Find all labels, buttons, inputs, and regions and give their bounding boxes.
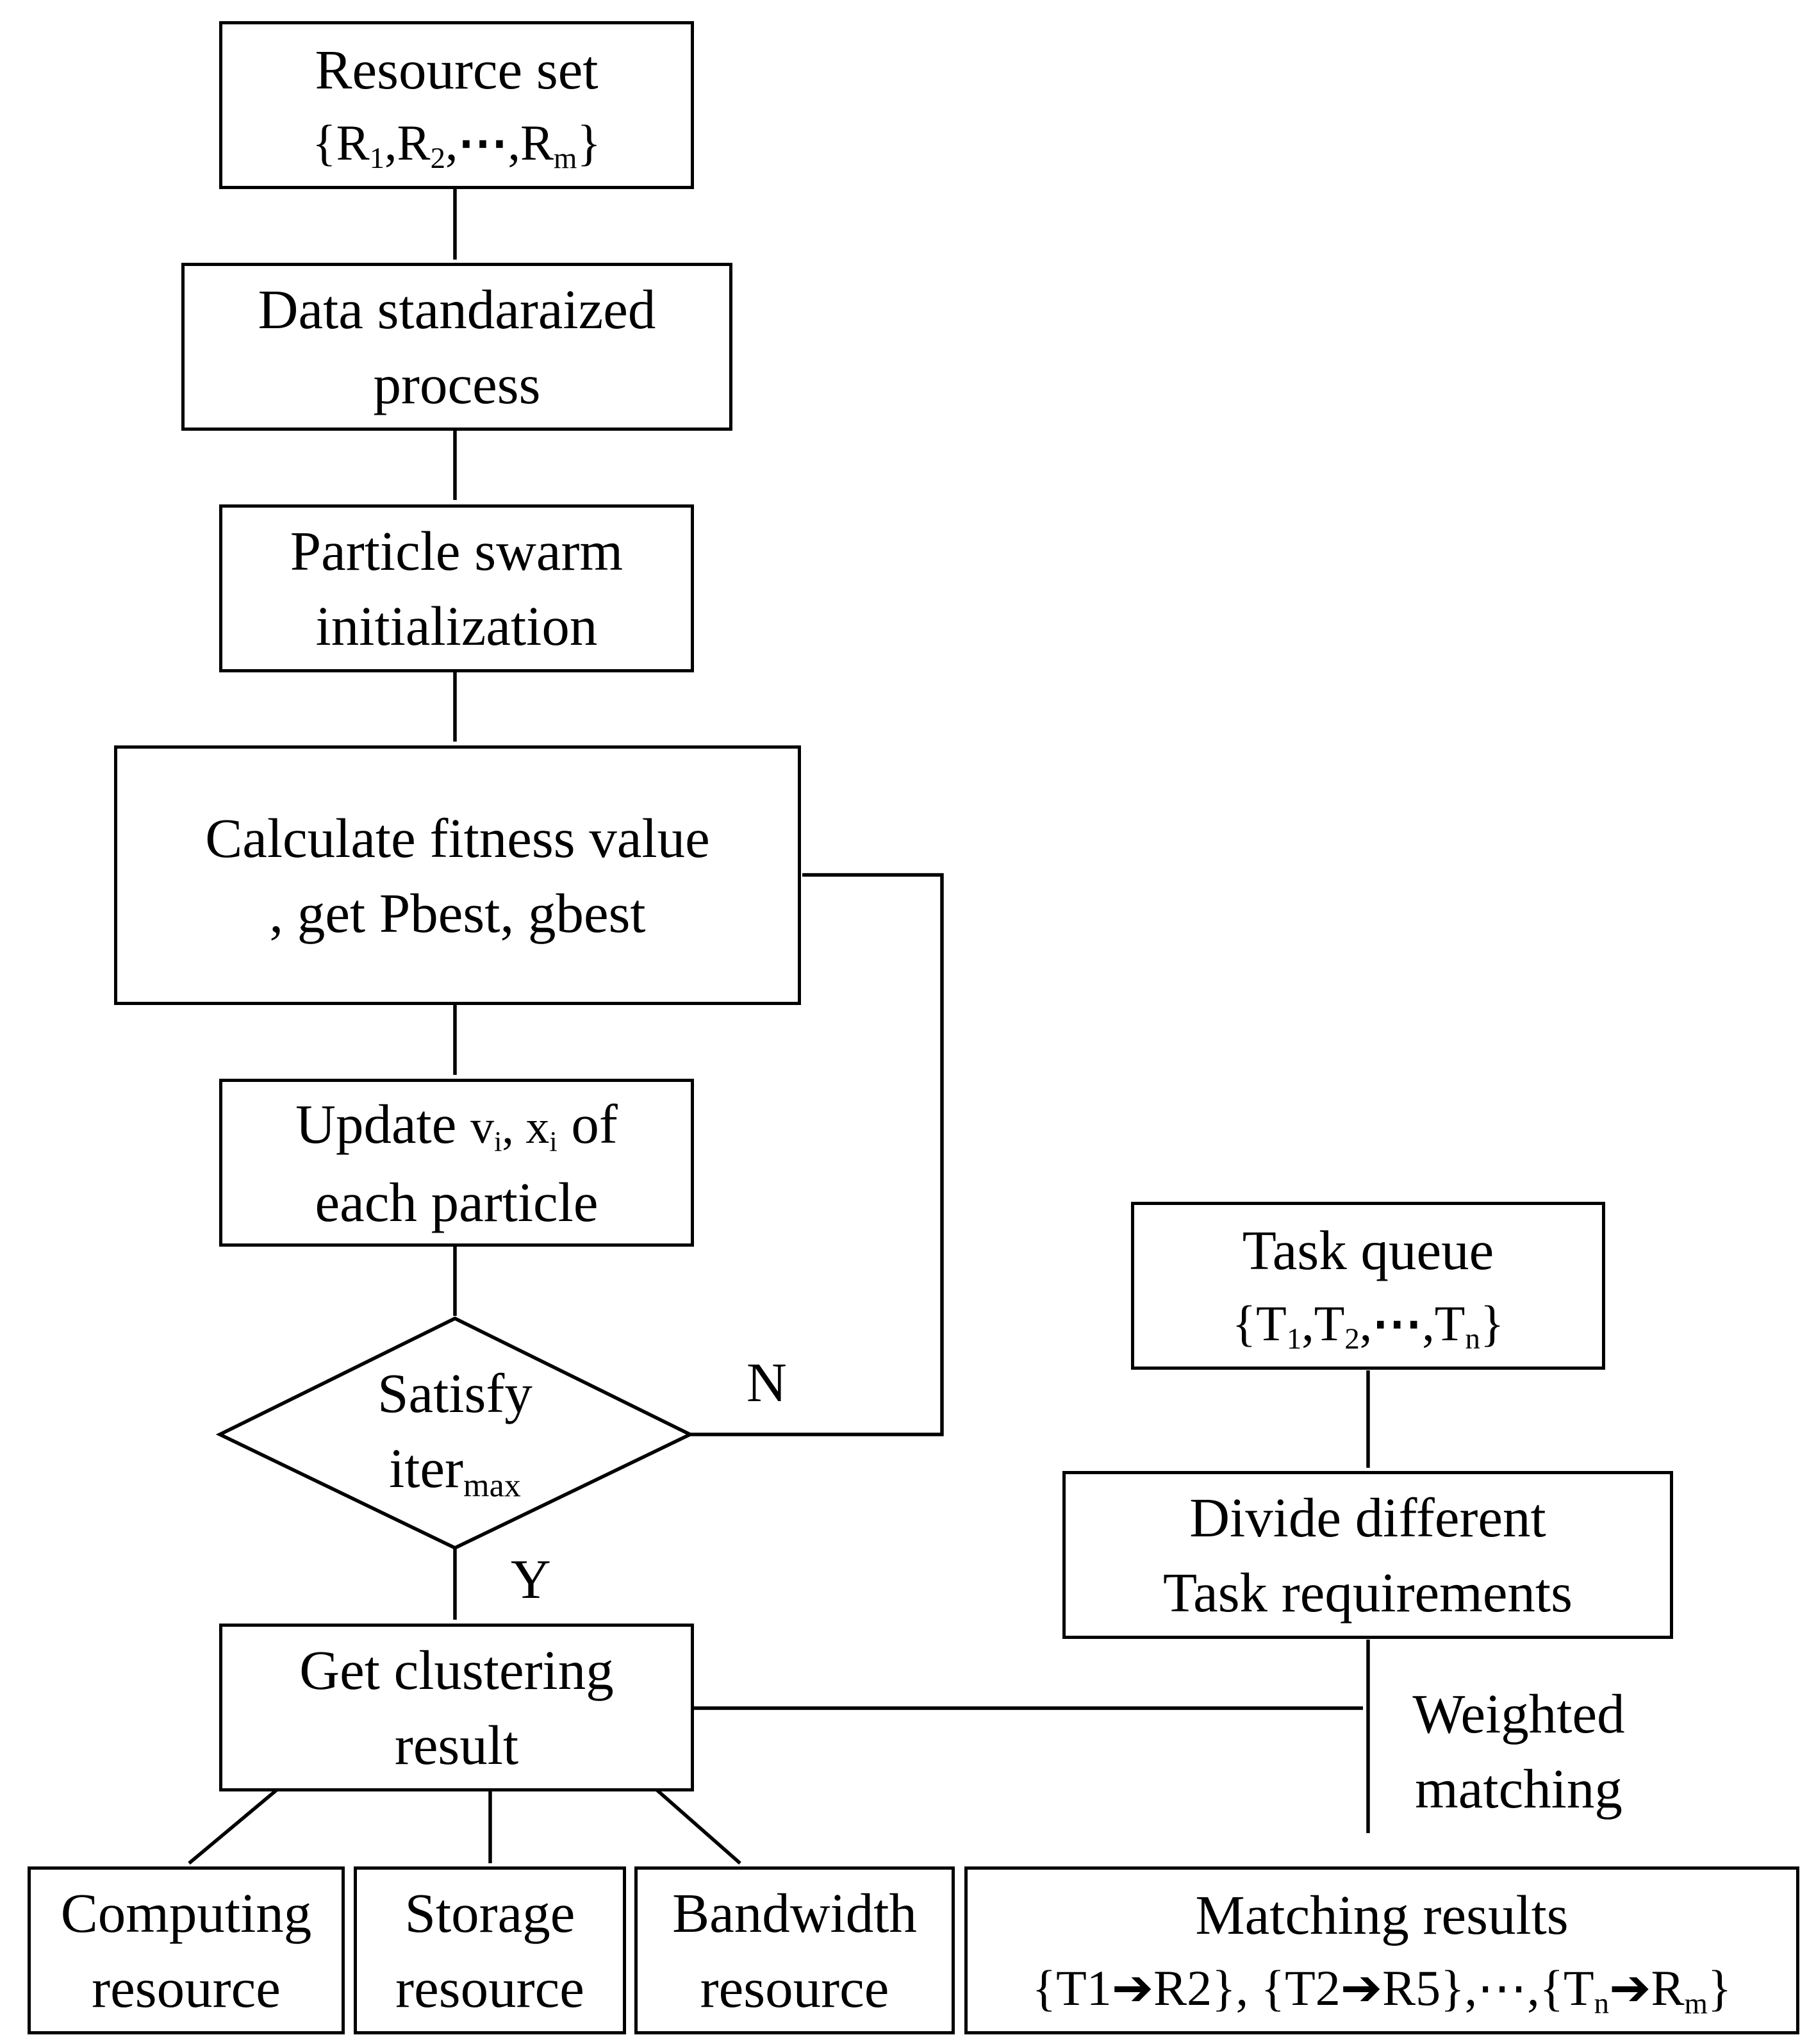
clustering-result-box: Get clustering result — [219, 1624, 694, 1791]
pso-init-box: Particle swarm initialization — [219, 504, 694, 672]
storage-line2: resource — [395, 1957, 584, 2019]
matching-results-box: Matching results {T1➔R2}, {T2➔R5},⋯,{Tn➔… — [964, 1866, 1799, 2034]
resource-set-box: Resource set {R1,R2,⋯,Rm} — [219, 21, 694, 189]
decision-satisfy-text: Satisfy itermax — [295, 1356, 615, 1506]
arrow-clustering-to-computing — [188, 1786, 280, 1865]
matching-result-n: {Tn➔Rm} — [1539, 1959, 1732, 2020]
storage-line1: Storage — [404, 1882, 575, 1944]
divide-line1: Divide different — [1189, 1486, 1546, 1549]
matching-title: Matching results — [1195, 1883, 1569, 1946]
task-queue-box: Task queue {T1,T2,⋯,Tn} — [1131, 1202, 1605, 1370]
decision-line1: Satisfy — [377, 1362, 532, 1424]
mapping-arrow-icon: ➔ — [1111, 1959, 1154, 2016]
edge-label-weighted-matching: Weighted matching — [1384, 1676, 1653, 1826]
matching-result-1: {T1➔R2} — [1032, 1959, 1236, 2016]
divide-line2: Task requirements — [1163, 1561, 1572, 1624]
arrow-clustering-to-bandwidth — [654, 1786, 741, 1865]
bandwidth-line1: Bandwidth — [672, 1882, 917, 1944]
data-standardized-box: Data standaraized process — [181, 263, 732, 431]
data-standardized-line1: Data standaraized — [258, 278, 656, 340]
resource-set-elements: {R1,R2,⋯,Rm} — [312, 114, 601, 175]
update-line2: each particle — [315, 1170, 598, 1233]
mapping-arrow-icon: ➔ — [1609, 1959, 1651, 2016]
pso-init-line2: initialization — [315, 595, 598, 657]
decision-satisfy-diamond — [215, 1316, 695, 1550]
task-queue-elements: {T1,T2,⋯,Tn} — [1232, 1295, 1505, 1356]
matching-result-2: {T2➔R5} — [1260, 1959, 1465, 2016]
arrow-decision-no-loop — [690, 873, 944, 1436]
bandwidth-resource-box: Bandwidth resource — [634, 1866, 955, 2034]
weighted-line1: Weighted — [1412, 1683, 1625, 1745]
clustering-line2: result — [394, 1714, 519, 1776]
calc-fitness-box: Calculate fitness value , get Pbest, gbe… — [114, 745, 801, 1005]
update-velocity-position-box: Update vi, xi of each particle — [219, 1079, 694, 1247]
matching-results-list: {T1➔R2}, {T2➔R5},⋯,{Tn➔Rm} — [1032, 1959, 1732, 2020]
task-queue-title: Task queue — [1242, 1218, 1494, 1281]
data-standardized-line2: process — [373, 353, 541, 415]
edge-label-yes: Y — [511, 1548, 551, 1610]
bandwidth-line2: resource — [700, 1957, 889, 2019]
decision-line2: itermax — [389, 1437, 521, 1504]
pso-init-line1: Particle swarm — [290, 520, 623, 582]
computing-resource-box: Computing resource — [28, 1866, 345, 2034]
computing-line2: resource — [92, 1957, 281, 2019]
mapping-arrow-icon: ➔ — [1340, 1959, 1383, 2016]
computing-line1: Computing — [60, 1882, 312, 1944]
storage-resource-box: Storage resource — [354, 1866, 626, 2034]
update-line1: Update vi, xi of — [295, 1092, 618, 1157]
calc-fitness-line1: Calculate fitness value — [205, 806, 710, 869]
clustering-line1: Get clustering — [299, 1639, 614, 1701]
resource-set-title: Resource set — [315, 38, 598, 101]
weighted-line2: matching — [1415, 1757, 1622, 1820]
calc-fitness-line2: , get Pbest, gbest — [269, 881, 646, 944]
edge-label-no: N — [747, 1351, 787, 1413]
divide-requirements-box: Divide different Task requirements — [1062, 1471, 1673, 1639]
